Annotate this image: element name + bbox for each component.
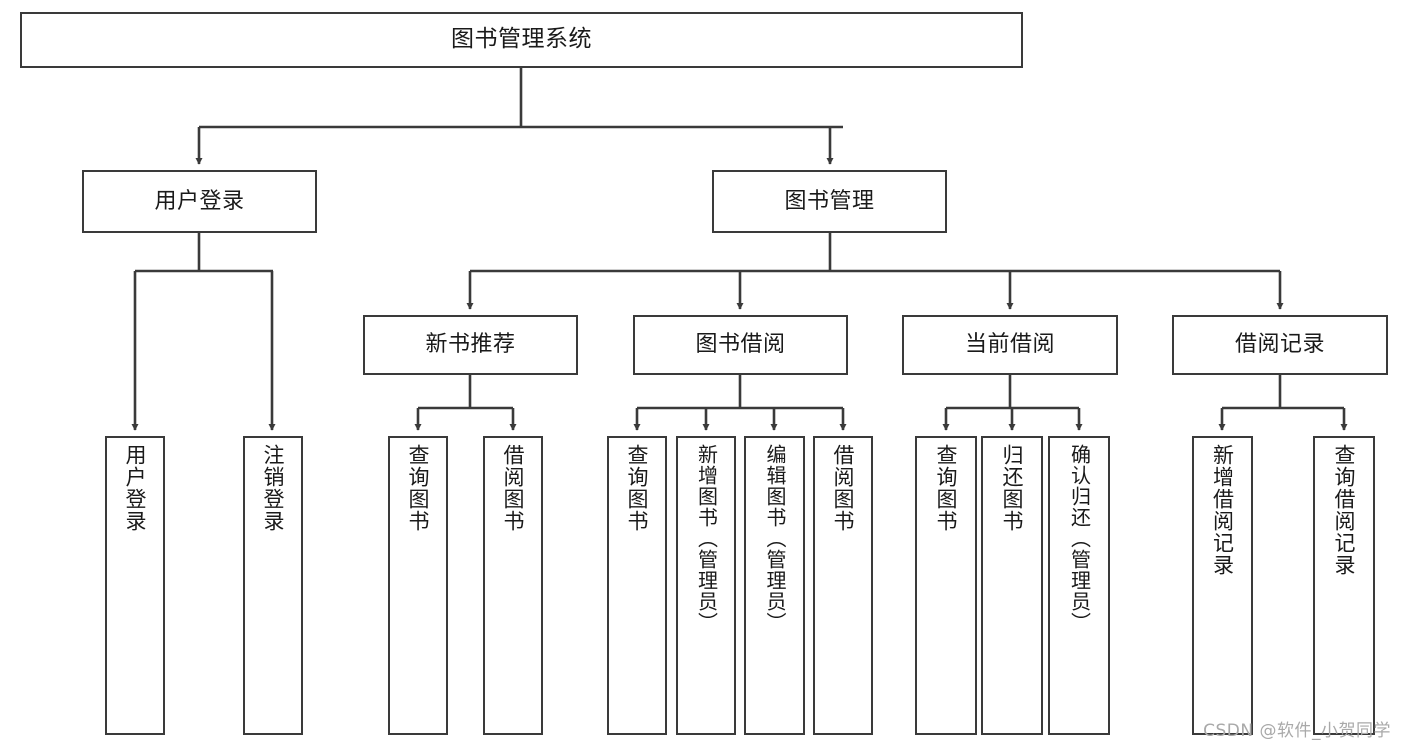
leaf-book-borrow-add-label: 新增图书（管理员） bbox=[694, 444, 719, 633]
node-root-system[interactable]: 图书管理系统 bbox=[20, 12, 1023, 68]
node-book-manage-label: 图书管理 bbox=[784, 188, 875, 214]
node-book-borrow[interactable]: 图书借阅 bbox=[633, 315, 848, 375]
leaf-new-book-borrow-label: 借阅图书 bbox=[501, 444, 526, 532]
csdn-watermark: CSDN @软件_小贺同学 bbox=[1203, 721, 1391, 741]
leaf-book-borrow-query-label: 查询图书 bbox=[625, 444, 650, 532]
leaf-current-borrow-query-label: 查询图书 bbox=[934, 444, 959, 532]
leaf-new-book-query-label: 查询图书 bbox=[406, 444, 431, 532]
node-user-login-label: 用户登录 bbox=[154, 188, 245, 214]
leaf-book-borrow-edit[interactable]: 编辑图书（管理员） bbox=[744, 436, 805, 735]
leaf-current-borrow-return-label: 归还图书 bbox=[1000, 444, 1025, 532]
leaf-book-borrow-edit-label: 编辑图书（管理员） bbox=[763, 444, 787, 633]
leaf-current-borrow-return[interactable]: 归还图书 bbox=[981, 436, 1043, 735]
leaf-book-borrow-borrow[interactable]: 借阅图书 bbox=[813, 436, 873, 735]
leaf-borrow-record-query[interactable]: 查询借阅记录 bbox=[1313, 436, 1375, 735]
leaf-book-borrow-query[interactable]: 查询图书 bbox=[607, 436, 667, 735]
leaf-borrow-record-add-label: 新增借阅记录 bbox=[1210, 444, 1235, 576]
leaf-borrow-record-query-label: 查询借阅记录 bbox=[1332, 444, 1357, 576]
leaf-user-login-logout[interactable]: 注销登录 bbox=[243, 436, 303, 735]
node-book-borrow-label: 图书借阅 bbox=[695, 332, 786, 358]
leaf-user-login-login[interactable]: 用户登录 bbox=[105, 436, 165, 735]
node-new-book-recommend-label: 新书推荐 bbox=[425, 332, 516, 358]
node-book-manage[interactable]: 图书管理 bbox=[712, 170, 947, 233]
node-borrow-record[interactable]: 借阅记录 bbox=[1172, 315, 1388, 375]
leaf-new-book-borrow[interactable]: 借阅图书 bbox=[483, 436, 543, 735]
node-user-login[interactable]: 用户登录 bbox=[82, 170, 317, 233]
leaf-user-login-login-label: 用户登录 bbox=[123, 444, 148, 532]
leaf-new-book-query[interactable]: 查询图书 bbox=[388, 436, 448, 735]
node-borrow-record-label: 借阅记录 bbox=[1234, 332, 1325, 358]
leaf-current-borrow-confirm-return-label: 确认归还（管理员） bbox=[1067, 444, 1092, 633]
node-root-system-label: 图书管理系统 bbox=[451, 26, 592, 53]
node-current-borrow[interactable]: 当前借阅 bbox=[902, 315, 1118, 375]
leaf-current-borrow-confirm-return[interactable]: 确认归还（管理员） bbox=[1048, 436, 1110, 735]
leaf-user-login-logout-label: 注销登录 bbox=[261, 444, 286, 532]
leaf-book-borrow-add[interactable]: 新增图书（管理员） bbox=[676, 436, 736, 735]
node-new-book-recommend[interactable]: 新书推荐 bbox=[363, 315, 578, 375]
node-current-borrow-label: 当前借阅 bbox=[964, 332, 1055, 358]
leaf-current-borrow-query[interactable]: 查询图书 bbox=[915, 436, 977, 735]
leaf-book-borrow-borrow-label: 借阅图书 bbox=[831, 444, 856, 532]
leaf-borrow-record-add[interactable]: 新增借阅记录 bbox=[1192, 436, 1253, 735]
